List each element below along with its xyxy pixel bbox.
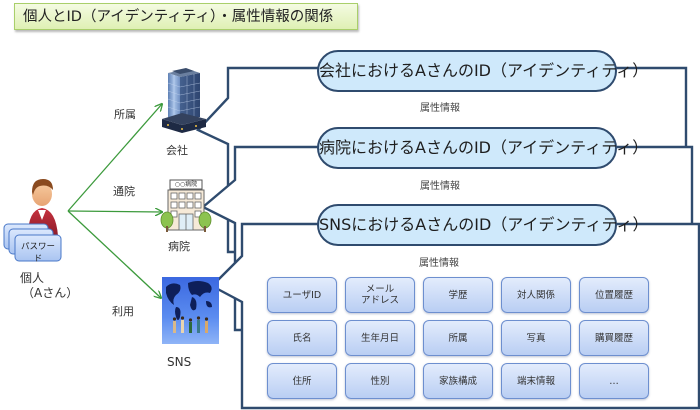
hospital-sign: ○○病院 <box>174 181 198 188</box>
attribute-more: … <box>579 363 649 399</box>
attribute-birthdate: 生年月日 <box>345 320 415 356</box>
arrow-to-sns <box>67 210 161 298</box>
attribute-photo: 写真 <box>501 320 571 356</box>
arrow-to-hospital <box>67 211 162 212</box>
attribute-grid: ユーザID メール アドレス 学歴 対人関係 位置履歴 氏名 生年月日 所属 写… <box>267 277 649 399</box>
office-building-icon <box>162 68 206 133</box>
company-label: 会社 <box>166 144 188 157</box>
identity-title-company: 会社におけるAさんのID（アイデンティティ） <box>317 50 648 92</box>
attr-label-hospital: 属性情報 <box>420 181 460 192</box>
attribute-address: 住所 <box>267 363 337 399</box>
relation-label-hospital: 通院 <box>113 185 135 198</box>
attribute-location-history: 位置履歴 <box>579 277 649 313</box>
attribute-user-id: ユーザID <box>267 277 337 313</box>
attribute-email: メール アドレス <box>345 277 415 313</box>
arrow-to-company <box>67 104 162 212</box>
world-map-people-icon <box>162 277 219 344</box>
relation-label-sns: 利用 <box>112 305 134 318</box>
attribute-name: 氏名 <box>267 320 337 356</box>
relation-label-company: 所属 <box>114 108 136 121</box>
attribute-device-info: 端末情報 <box>501 363 571 399</box>
identity-title-sns: SNSにおけるAさんのID（アイデンティティ） <box>317 204 649 246</box>
password-card-icon <box>3 223 62 262</box>
attribute-education: 学歴 <box>423 277 493 313</box>
attribute-family: 家族構成 <box>423 363 493 399</box>
identity-card-sns <box>210 222 700 410</box>
attr-label-sns: 属性情報 <box>419 258 459 269</box>
attribute-affiliation: 所属 <box>423 320 493 356</box>
person-name: 個人 <box>20 271 45 285</box>
sns-label: SNS <box>167 355 192 369</box>
hospital-label: 病院 <box>168 240 190 253</box>
attribute-gender: 性別 <box>345 363 415 399</box>
password-card-label: パスワード <box>20 242 55 264</box>
attr-label-company: 属性情報 <box>420 103 460 114</box>
diagram-title: 個人とID（アイデンティティ）・属性情報の関係 <box>14 3 358 30</box>
attribute-purchase-history: 購買履歴 <box>579 320 649 356</box>
identity-title-hospital: 病院におけるAさんのID（アイデンティティ） <box>317 127 648 169</box>
attribute-relationships: 対人関係 <box>501 277 571 313</box>
hospital-building-icon <box>160 179 212 232</box>
person-sub: （Aさん） <box>22 286 79 300</box>
